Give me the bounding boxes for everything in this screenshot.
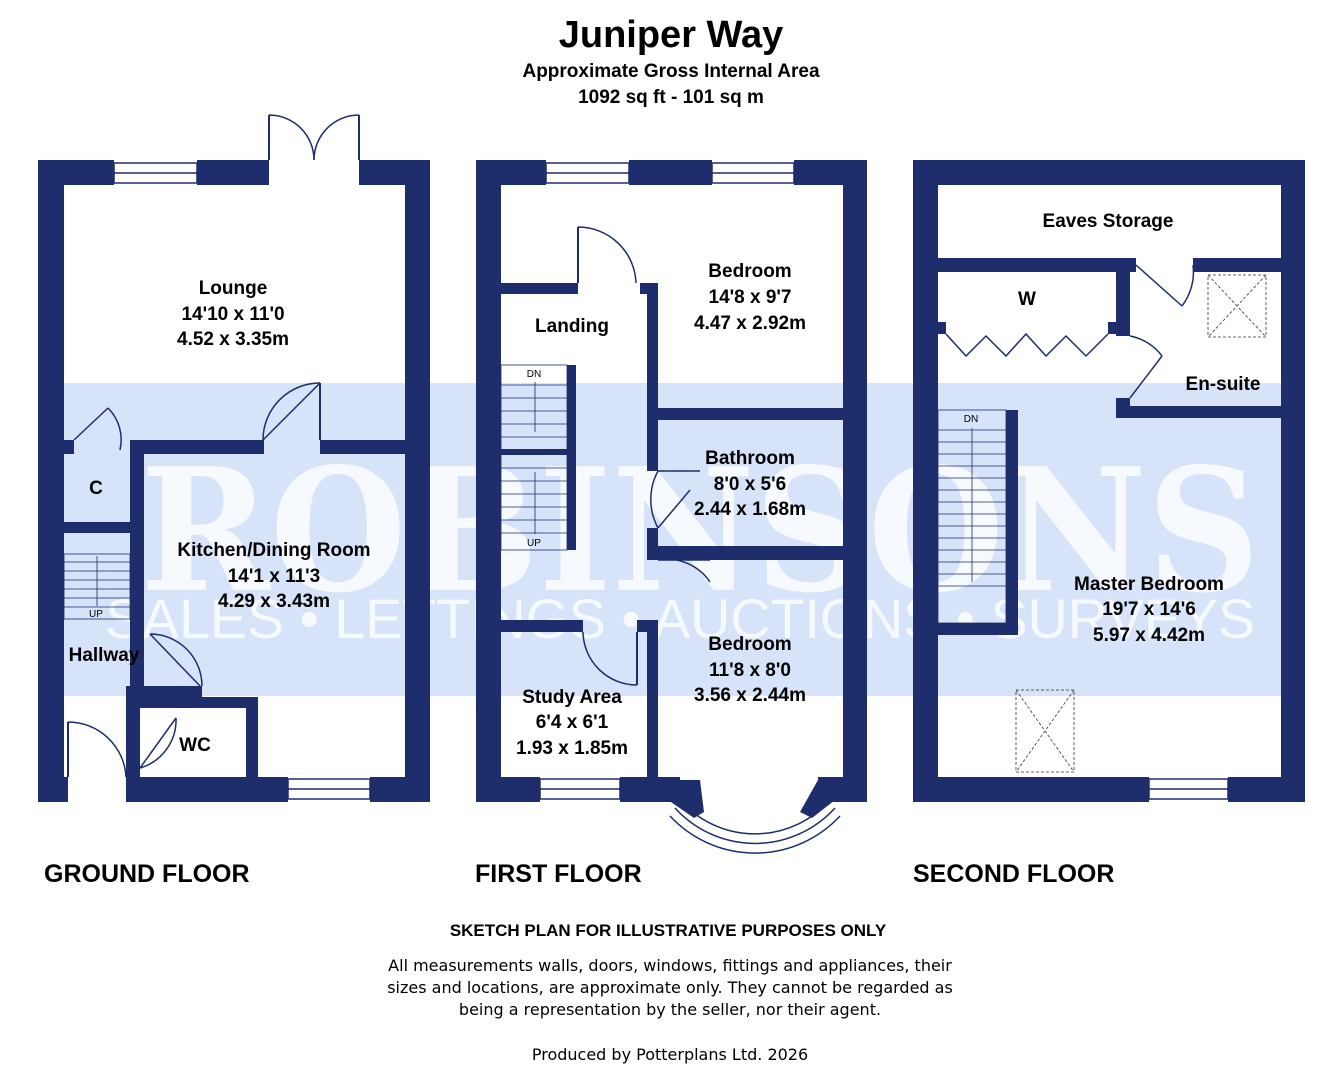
first-floor-walls [476, 160, 867, 818]
bathroom-metric: 2.44 x 1.68m [694, 499, 806, 520]
cupboard-label: C [89, 478, 103, 499]
study-metric: 1.93 x 1.85m [516, 738, 628, 759]
watermark-band [50, 383, 1293, 696]
lounge-metric: 4.52 x 3.35m [177, 329, 289, 350]
first-stairs [500, 364, 568, 551]
lounge-name: Lounge [199, 278, 268, 299]
bedroom1-imperial: 14'8 x 9'7 [709, 287, 792, 308]
second-stairs-down: DN [964, 414, 978, 425]
ground-stairs-up: UP [89, 609, 103, 620]
first-stairs-down: DN [527, 369, 541, 380]
landing-label: Landing [535, 316, 609, 337]
bathroom-imperial: 8'0 x 5'6 [714, 474, 786, 495]
second-openings [945, 264, 1229, 800]
wardrobe-label: W [1018, 289, 1036, 310]
master-name: Master Bedroom [1074, 574, 1224, 595]
first-stairs-up: UP [527, 538, 541, 549]
first-floor-label: FIRST FLOOR [475, 860, 642, 888]
skylights [1015, 274, 1267, 773]
area-label: Approximate Gross Internal Area [522, 61, 819, 82]
ground-stairs [63, 553, 131, 620]
second-floor-label: SECOND FLOOR [913, 860, 1114, 888]
bedroom2-metric: 3.56 x 2.44m [694, 685, 806, 706]
second-floor-walls [913, 160, 1305, 802]
master-metric: 5.97 x 4.42m [1093, 625, 1205, 646]
master-imperial: 19'7 x 14'6 [1102, 599, 1196, 620]
producer-credit: Produced by Potterplans Ltd. 2026 [532, 1045, 808, 1064]
first-openings [539, 162, 841, 854]
bedroom2-name: Bedroom [708, 634, 791, 655]
kitchen-metric: 4.29 x 3.43m [218, 591, 330, 612]
second-stairs [937, 409, 1007, 624]
ground-openings [67, 114, 371, 800]
bedroom1-metric: 4.47 x 2.92m [694, 313, 806, 334]
study-imperial: 6'4 x 6'1 [536, 712, 609, 733]
ground-floor-walls [38, 160, 430, 802]
ensuite-label: En-suite [1186, 374, 1261, 395]
kitchen-imperial: 14'1 x 11'3 [228, 566, 321, 587]
plan-title: Juniper Way [559, 14, 784, 56]
hallway-label: Hallway [69, 645, 140, 666]
study-name: Study Area [522, 687, 622, 708]
area-value: 1092 sq ft - 101 sq m [578, 87, 764, 108]
disclaimer-line-1: All measurements walls, doors, windows, … [388, 956, 952, 975]
sketch-notice: SKETCH PLAN FOR ILLUSTRATIVE PURPOSES ON… [450, 921, 887, 940]
watermark-brand: ROBINSONS [140, 431, 1260, 631]
eaves-label: Eaves Storage [1043, 211, 1174, 232]
disclaimer-line-3: being a representation by the seller, no… [459, 1000, 881, 1019]
wc-label: WC [179, 735, 211, 756]
bedroom1-name: Bedroom [708, 261, 791, 282]
bathroom-name: Bathroom [705, 448, 795, 469]
kitchen-name: Kitchen/Dining Room [177, 540, 370, 561]
watermark-tagline: SALES • LETTINGS • AUCTIONS • SURVEYS [105, 587, 1255, 650]
bedroom2-imperial: 11'8 x 8'0 [709, 660, 791, 681]
ground-floor-label: GROUND FLOOR [44, 860, 250, 888]
disclaimer-line-2: sizes and locations, are approximate onl… [387, 978, 953, 997]
lounge-imperial: 14'10 x 11'0 [181, 304, 284, 325]
